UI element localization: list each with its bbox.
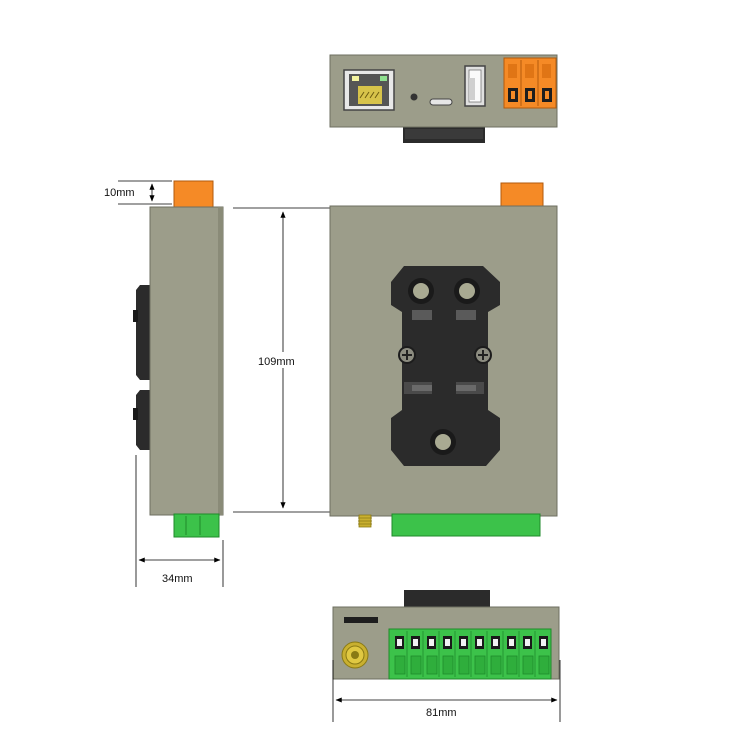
front-orange-connector [500, 182, 544, 209]
terminal-cell [442, 631, 456, 677]
power-terminal-top [503, 57, 557, 109]
ethernet-port-icon [343, 69, 395, 111]
front-view [329, 182, 558, 537]
sim-slot [344, 617, 378, 623]
terminal-cell [538, 631, 552, 677]
terminal-cell [522, 631, 536, 677]
screw-icon [474, 346, 492, 364]
terminal-cell [394, 631, 408, 677]
side-view: 10mm 34mm [104, 180, 224, 587]
terminal-cell [506, 631, 520, 677]
terminal-cell [426, 631, 440, 677]
dim-depth: 34mm [162, 573, 193, 585]
screw-icon [398, 346, 416, 364]
terminal-cell [474, 631, 488, 677]
dim-width: 81mm [426, 707, 457, 719]
din-rail-clip-front [391, 266, 500, 466]
top-view [329, 54, 558, 143]
io-terminal-bottom [388, 628, 552, 680]
side-view-body [149, 206, 224, 516]
usb-port-icon [464, 65, 486, 107]
height-dimension: 109mm [233, 207, 330, 513]
side-orange-connector [173, 180, 214, 209]
antenna-connector-front [358, 514, 372, 528]
terminal-cell [458, 631, 472, 677]
terminal-cell [490, 631, 504, 677]
dim-height: 109mm [258, 356, 295, 368]
bottom-view: 81mm [332, 590, 561, 722]
side-green-connector [173, 513, 220, 538]
front-green-connector [391, 513, 541, 537]
terminal-cell [410, 631, 424, 677]
usb-c-port-icon [429, 98, 453, 106]
din-clip-icon [133, 285, 150, 450]
antenna-connector-icon [341, 641, 369, 669]
led-icon [410, 93, 418, 101]
dim-connector-height: 10mm [104, 187, 135, 199]
din-clip-bottom [404, 590, 490, 609]
